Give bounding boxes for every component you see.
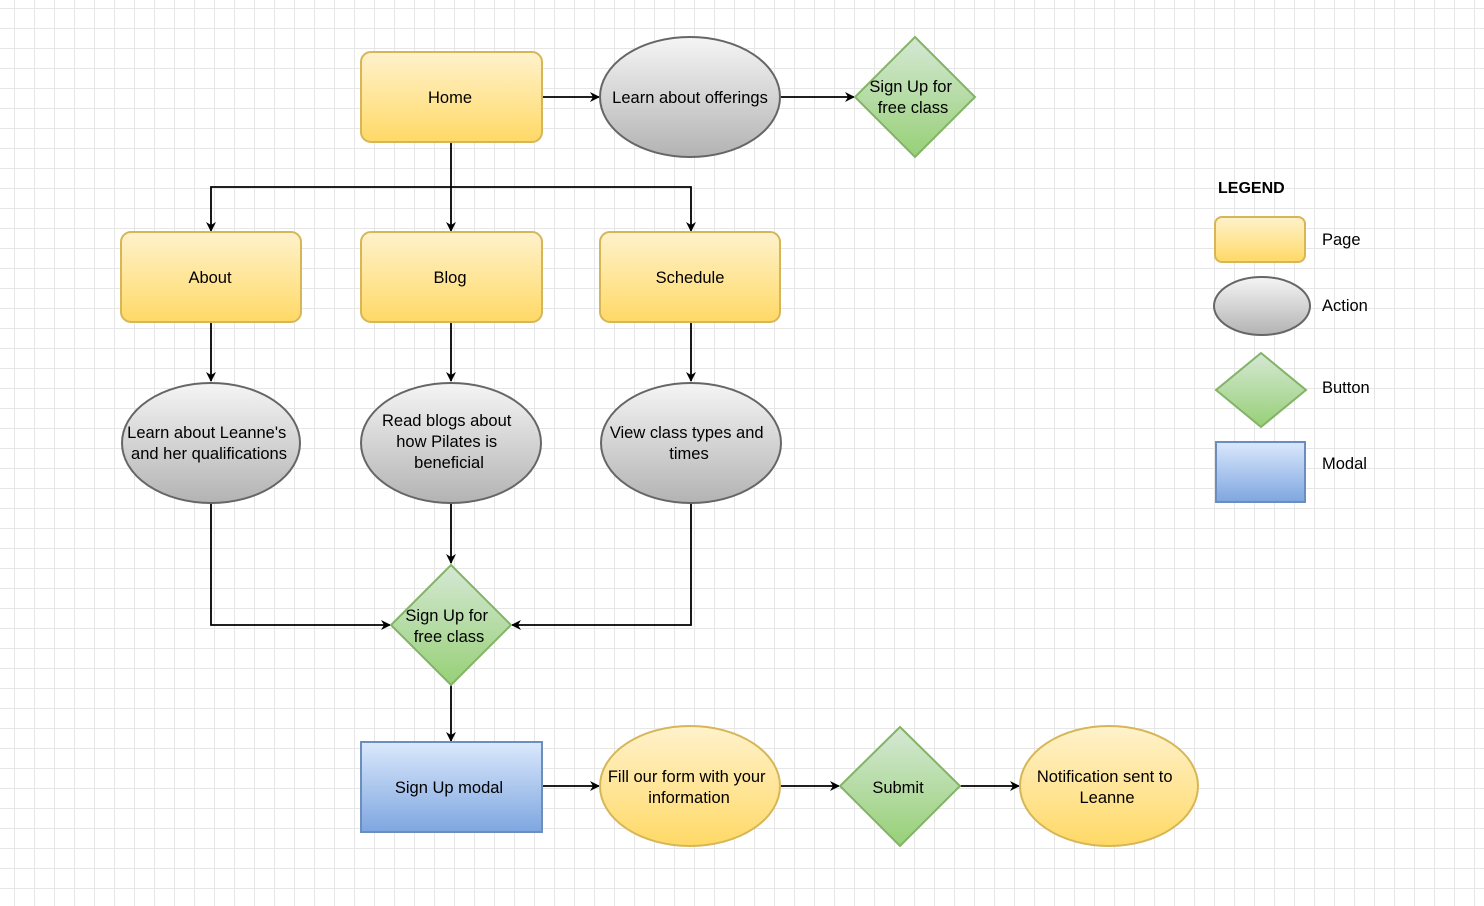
- node-label: Home: [428, 89, 472, 107]
- node-label-line: View class types and: [610, 424, 764, 442]
- node-shape: [360, 741, 543, 833]
- nodes: Home Learn about offerings Sign Up for f…: [120, 35, 1199, 848]
- node-label: Learn about Leanne's and her qualificati…: [127, 424, 291, 463]
- node-shape: [360, 382, 542, 504]
- node-learn-offerings[interactable]: Learn about offerings: [599, 36, 781, 158]
- node-shape: [360, 231, 543, 323]
- legend-item-modal: Modal: [1215, 441, 1367, 503]
- node-about[interactable]: About: [120, 231, 302, 323]
- node-label-line: Notification sent to: [1037, 768, 1173, 786]
- node-learn-leanne[interactable]: Learn about Leanne's and her qualificati…: [121, 382, 301, 504]
- node-shape: [360, 51, 543, 143]
- node-label-line: how Pilates is: [396, 433, 497, 451]
- node-label-line: Leanne: [1079, 789, 1134, 807]
- node-label-line: Sign Up modal: [395, 779, 503, 797]
- node-label: Read blogs about how Pilates is benefici…: [382, 412, 516, 472]
- legend-label: Button: [1322, 379, 1370, 397]
- node-shape: [1019, 725, 1199, 847]
- node-label-line: information: [648, 789, 730, 807]
- node-signup-modal[interactable]: Sign Up modal: [360, 741, 543, 833]
- node-read-blogs[interactable]: Read blogs about how Pilates is benefici…: [360, 382, 542, 504]
- node-label: Notification sent to Leanne: [1037, 768, 1177, 807]
- edges: [206, 92, 1020, 791]
- node-shape: [838, 725, 962, 848]
- node-label-line: Sign Up for: [405, 607, 488, 625]
- legend-item-page: Page: [1214, 216, 1361, 263]
- node-label-line: Learn about offerings: [612, 89, 768, 107]
- legend-swatch-action: [1213, 276, 1311, 336]
- node-shape: [599, 36, 781, 158]
- legend-item-action: Action: [1213, 276, 1368, 336]
- node-shape: [853, 35, 977, 159]
- node-fill-form[interactable]: Fill our form with your information: [599, 725, 781, 847]
- legend-label: Page: [1322, 231, 1361, 249]
- node-label-line: Sign Up for: [869, 78, 952, 96]
- node-label: Submit: [872, 779, 924, 797]
- edge-home-to-about[interactable]: [206, 186, 451, 232]
- node-label: Blog: [433, 269, 466, 287]
- node-label: Fill our form with your information: [608, 768, 770, 807]
- node-label-line: and her qualifications: [131, 445, 287, 463]
- node-label-line: beneficial: [414, 454, 484, 472]
- legend-swatch-modal: [1215, 441, 1306, 503]
- node-label-line: Learn about Leanne's: [127, 424, 286, 442]
- legend-label: Action: [1322, 297, 1368, 315]
- edge-view-classes-to-signup-mid[interactable]: [511, 502, 692, 630]
- node-signup-mid[interactable]: Sign Up for free class: [389, 563, 513, 687]
- node-blog[interactable]: Blog: [360, 231, 543, 323]
- node-label: About: [188, 269, 232, 287]
- node-shape: [599, 725, 781, 847]
- legend: LEGEND Page Action Button Modal: [1213, 180, 1370, 503]
- legend-label: Modal: [1322, 455, 1367, 473]
- node-schedule[interactable]: Schedule: [599, 231, 781, 323]
- node-label-line: Blog: [433, 269, 466, 287]
- node-label-line: free class: [414, 628, 485, 646]
- node-shape: [389, 563, 513, 687]
- node-label: Learn about offerings: [612, 89, 768, 107]
- node-label-line: Home: [428, 89, 472, 107]
- node-label: Schedule: [656, 269, 725, 287]
- node-shape: [121, 382, 301, 504]
- node-shape: [120, 231, 302, 323]
- node-label: Sign Up for free class: [405, 607, 492, 646]
- node-shape: [600, 382, 782, 504]
- legend-item-button: Button: [1214, 351, 1370, 429]
- node-label-line: Read blogs about: [382, 412, 512, 430]
- edge-learn-leanne-to-signup-mid[interactable]: [210, 502, 391, 630]
- node-label-line: Submit: [872, 779, 924, 797]
- node-label-line: times: [669, 445, 708, 463]
- node-shape: [599, 231, 781, 323]
- node-view-classes[interactable]: View class types and times: [600, 382, 782, 504]
- node-label: View class types and times: [610, 424, 768, 463]
- node-label-line: Schedule: [656, 269, 725, 287]
- legend-swatch-button: [1214, 351, 1308, 429]
- node-submit[interactable]: Submit: [838, 725, 962, 848]
- legend-title: LEGEND: [1218, 180, 1285, 197]
- node-label-line: free class: [878, 99, 949, 117]
- node-signup-top[interactable]: Sign Up for free class: [853, 35, 977, 159]
- node-notification[interactable]: Notification sent to Leanne: [1019, 725, 1199, 847]
- node-label-line: Fill our form with your: [608, 768, 766, 786]
- node-label: Sign Up for free class: [869, 78, 956, 117]
- node-label: Sign Up modal: [395, 779, 503, 797]
- node-home[interactable]: Home: [360, 51, 543, 143]
- node-label-line: About: [188, 269, 232, 287]
- legend-swatch-page: [1214, 216, 1306, 263]
- edge-home-to-schedule[interactable]: [451, 186, 696, 232]
